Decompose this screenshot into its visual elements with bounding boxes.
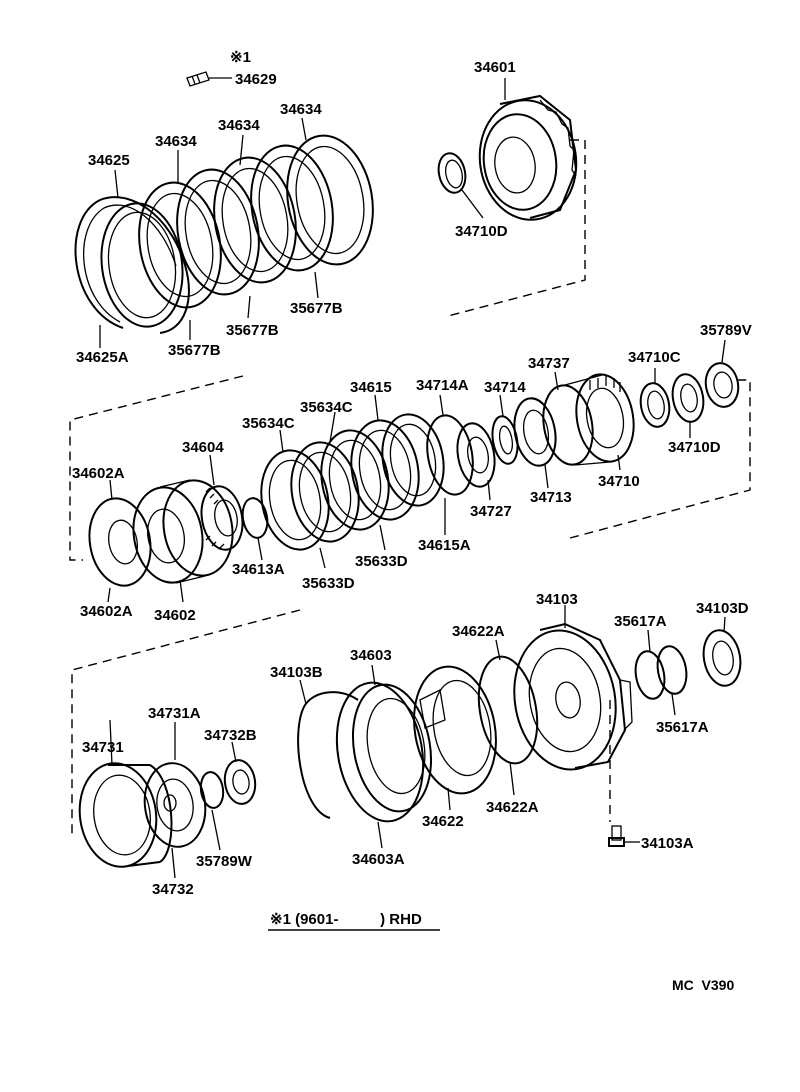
label-34602A-bot: 34602A	[80, 603, 133, 620]
label-35677B-c: 35677B	[290, 300, 343, 317]
part-34622-brake-band	[413, 665, 497, 811]
label-34602: 34602	[154, 607, 196, 624]
part-34625A-plate	[100, 202, 184, 328]
label-34710C: 34710C	[628, 349, 681, 366]
label-34622A-top: 34622A	[452, 623, 505, 640]
label-34710D-mid: 34710D	[668, 439, 721, 456]
label-34732B: 34732B	[204, 727, 257, 744]
label-34103B: 34103B	[270, 664, 323, 681]
label-34103D: 34103D	[696, 600, 749, 617]
label-34613A: 34613A	[232, 561, 285, 578]
part-34615A-snap-ring	[426, 394, 474, 535]
part-35677B-disc-c	[286, 134, 374, 266]
part-34731-drum	[78, 719, 173, 868]
label-35617A-top: 35617A	[614, 613, 667, 630]
part-34103-case	[513, 605, 633, 771]
part-34613A-o-ring	[241, 497, 269, 561]
label-34629: 34629	[235, 71, 277, 88]
part-34622A-seal-ring	[477, 639, 539, 796]
label-35633D-b: 35633D	[355, 553, 408, 570]
label-35789W: 35789W	[196, 853, 253, 870]
diagram-code: MC V390	[672, 977, 734, 993]
footnote: ※1 (9601- ) RHD	[270, 911, 422, 928]
label-34710D-top: 34710D	[455, 223, 508, 240]
label-35677B-a: 35677B	[168, 342, 221, 359]
label-34713: 34713	[530, 489, 572, 506]
label-34625: 34625	[88, 152, 130, 169]
label-35634C-b: 35634C	[300, 399, 353, 416]
dash-group-top	[447, 139, 586, 317]
part-34603-brake-hub	[335, 664, 433, 849]
label-35634C-a: 35634C	[242, 415, 295, 432]
part-35677B-disc-a	[138, 181, 222, 309]
label-34103A: 34103A	[641, 835, 694, 852]
dash-group-middle	[69, 375, 751, 561]
label-34603: 34603	[350, 647, 392, 664]
label-34737: 34737	[528, 355, 570, 372]
label-35677B-b: 35677B	[226, 322, 279, 339]
label-34634-a: 34634	[155, 133, 197, 150]
label-35789V: 35789V	[700, 322, 752, 339]
top-clutch-pack	[74, 71, 374, 348]
label-34714A: 34714A	[416, 377, 469, 394]
part-34604-spring-set	[200, 454, 244, 551]
label-34710: 34710	[598, 473, 640, 490]
part-34710D-top-washer	[437, 152, 484, 219]
label-34604: 34604	[182, 439, 224, 456]
part-34710C-washer	[639, 368, 671, 428]
part-34601-clutch-drum	[478, 78, 578, 221]
label-34714: 34714	[484, 379, 526, 396]
part-35617A-seal-rings	[634, 629, 688, 716]
label-34634-c: 34634	[280, 101, 322, 118]
label-34103: 34103	[536, 591, 578, 608]
part-34602-piston	[132, 479, 234, 603]
label-34625A: 34625A	[76, 349, 129, 366]
label-34622: 34622	[422, 813, 464, 830]
part-34629-bolt	[186, 71, 232, 87]
part-34103D-washer	[702, 616, 742, 687]
part-34714-bearing-stack	[456, 394, 557, 501]
part-35789W-washer	[199, 771, 225, 851]
part-35789V-washer	[704, 339, 740, 408]
label-35633D-a: 35633D	[302, 575, 355, 592]
label-34727: 34727	[470, 503, 512, 520]
label-34634-b: 34634	[218, 117, 260, 134]
part-34103B-snap-ring	[297, 679, 359, 819]
part-34103A-bolt	[608, 825, 640, 847]
part-34710-planetary-gear	[542, 371, 635, 471]
part-34732B-bearing	[223, 741, 257, 805]
label-34615A: 34615A	[418, 537, 471, 554]
part-34602A-washer	[88, 479, 152, 603]
part-34634-plate-b	[250, 144, 334, 272]
label-34601: 34601	[474, 59, 516, 76]
part-35677B-disc-b	[213, 156, 297, 284]
label-34615: 34615	[350, 379, 392, 396]
part-34625-snap-ring	[74, 196, 190, 334]
label-35617A-bot: 35617A	[656, 719, 709, 736]
note-marker: ※1	[230, 49, 251, 66]
part-34634-plate-a	[176, 168, 260, 296]
label-34732: 34732	[152, 881, 194, 898]
label-34622A-bot: 34622A	[486, 799, 539, 816]
label-34603A: 34603A	[352, 851, 405, 868]
label-34731A: 34731A	[148, 705, 201, 722]
dash-group-bottom	[71, 609, 611, 835]
part-34710D-washer	[671, 373, 705, 438]
middle-clutch-pack	[260, 394, 445, 569]
label-34602A-top: 34602A	[72, 465, 125, 482]
label-34731: 34731	[82, 739, 124, 756]
